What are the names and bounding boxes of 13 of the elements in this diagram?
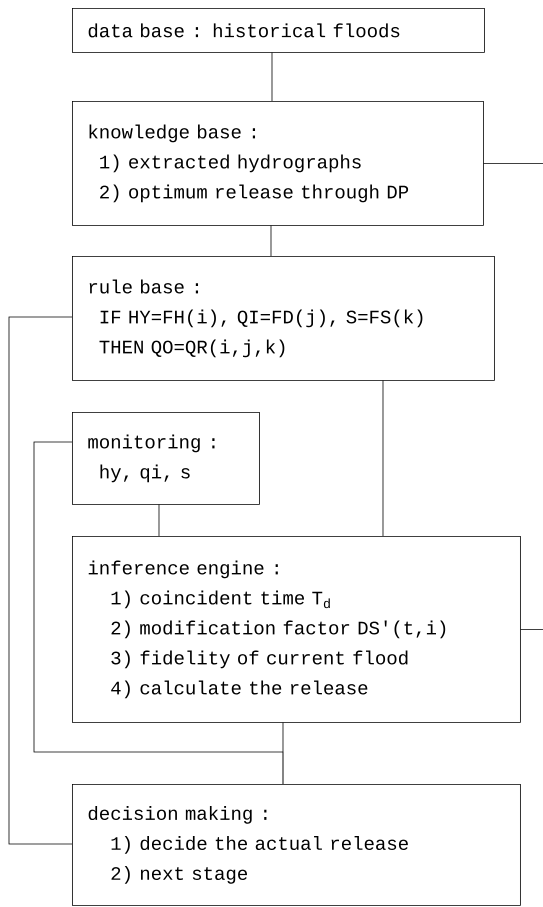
connector-line	[158, 504, 160, 536]
process-box: rule base : IF HY=FH(i), QI=FD(j), S=FS(k) THEN QO=QR(i,j,k)	[72, 256, 495, 381]
process-box: decision making : 1) decide the actual release 2) next stage	[72, 784, 521, 906]
connector-line	[483, 163, 543, 164]
process-box: inference engine : 1) coincident time T$_{d}$ 2) modification factor DS'(t,i) 3) fidelity of current flood 4) calculate the release	[72, 536, 521, 723]
connector-line	[520, 629, 543, 630]
process-box: knowledge base : 1) extracted hydrographs 2) optimum release through DP	[72, 101, 484, 226]
connector-line	[382, 380, 384, 536]
connector-line	[8, 316, 72, 844]
connector-line	[34, 442, 284, 784]
connector-line	[270, 225, 272, 256]
process-box: monitoring : hy, qi, s	[72, 412, 260, 505]
process-box: data base : historical floods	[72, 8, 485, 53]
